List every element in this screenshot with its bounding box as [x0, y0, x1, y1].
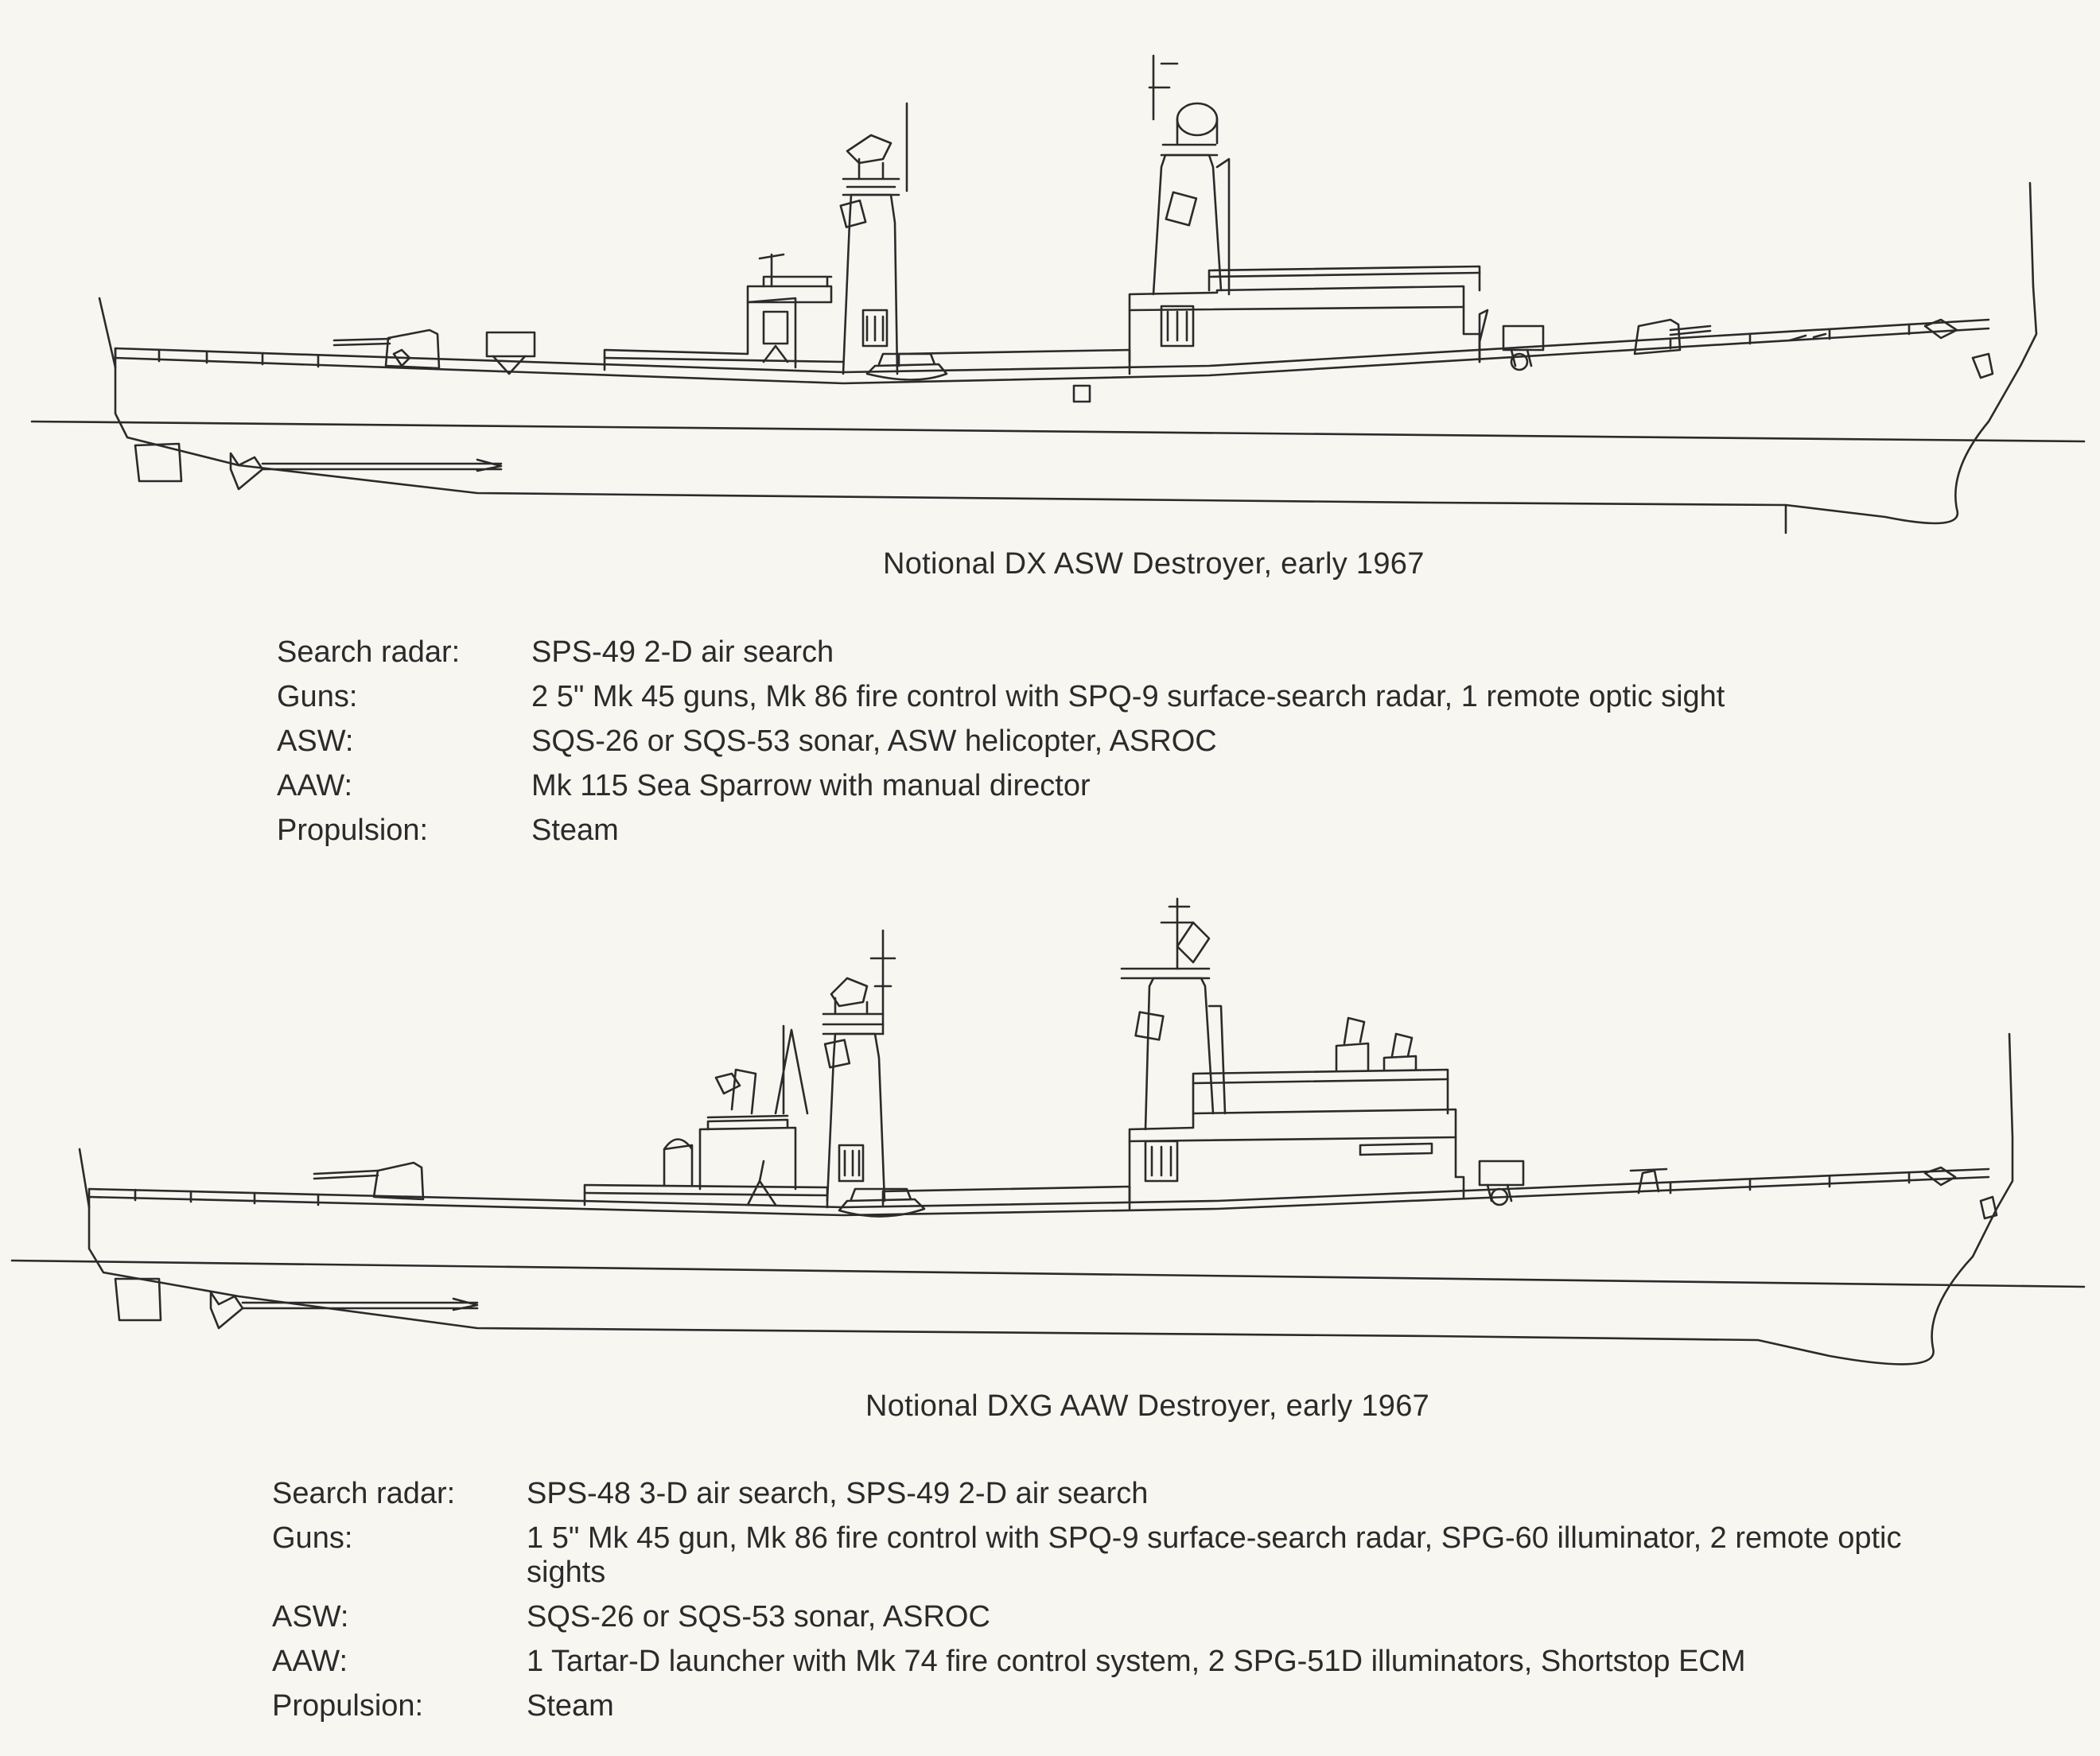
- forward-superstructure: [1130, 266, 1480, 374]
- ship-drawing-dx: [0, 24, 2100, 565]
- spec-value: 1 5" Mk 45 gun, Mk 86 fire control with …: [527, 1521, 1902, 1589]
- asroc-launcher: [1631, 1169, 1666, 1193]
- spg-51-illuminator: [1336, 1018, 1368, 1070]
- rudder: [135, 444, 181, 481]
- forward-gun-mount: [1635, 320, 1710, 354]
- caption-dxg: Notional DXG AAW Destroyer, early 1967: [865, 1389, 1430, 1423]
- spec-label: AAW:: [272, 1645, 348, 1678]
- fire-control-director: [1480, 1161, 1523, 1205]
- forward-mast: [1122, 899, 1225, 1129]
- deck-stanchions: [135, 1173, 1909, 1205]
- specs-table-dxg: Search radar: SPS-48 3-D air search, SPS…: [272, 1471, 2006, 1728]
- aft-mast: [823, 930, 895, 1201]
- waterline: [12, 1261, 2084, 1287]
- forward-superstructure: [1130, 1070, 1464, 1209]
- propeller-shaft: [262, 460, 501, 471]
- spec-label: ASW:: [272, 1600, 349, 1634]
- waterline: [32, 422, 2084, 441]
- sea-sparrow-launcher: [487, 332, 535, 374]
- aft-flagstaff: [80, 1149, 89, 1207]
- spec-value: SQS-26 or SQS-53 sonar, ASROC: [527, 1600, 990, 1634]
- spg-51-illuminator: [1384, 1034, 1416, 1070]
- hull-outline: [115, 183, 2036, 523]
- spec-value: SPS-49 2-D air search: [531, 635, 834, 669]
- spec-label: Propulsion:: [277, 814, 429, 847]
- spec-value: SQS-26 or SQS-53 sonar, ASW helicopter, …: [531, 725, 1217, 758]
- rudder: [115, 1279, 161, 1320]
- tartar-launcher: [748, 1161, 776, 1205]
- spec-label: Propulsion:: [272, 1689, 424, 1723]
- aft-gun-mount: [334, 330, 439, 368]
- propeller: [231, 453, 262, 489]
- spec-label: AAW:: [277, 769, 353, 802]
- spec-value: 1 Tartar-D launcher with Mk 74 fire cont…: [527, 1645, 1746, 1678]
- hull-outline: [89, 1034, 2012, 1364]
- motor-boat: [867, 354, 947, 380]
- spec-value: Mk 115 Sea Sparrow with manual director: [531, 769, 1091, 802]
- caption-dx: Notional DX ASW Destroyer, early 1967: [883, 547, 1425, 581]
- forward-deckhouse: [1480, 310, 1488, 362]
- hull-sheer-line: [89, 1177, 1989, 1215]
- ship-drawing-dxg: [0, 875, 2100, 1416]
- spec-label: Guns:: [272, 1521, 353, 1555]
- aft-gun-mount: [314, 1163, 423, 1199]
- aft-superstructure: [605, 254, 843, 370]
- spec-label: Guns:: [277, 680, 358, 713]
- motor-boat: [839, 1189, 924, 1217]
- aft-deckhouse: [585, 1026, 827, 1207]
- bow-fittings: [1925, 1167, 1997, 1218]
- spec-label: ASW:: [277, 725, 354, 758]
- spec-value: Steam: [531, 814, 619, 847]
- spec-value: SPS-48 3-D air search, SPS-49 2-D air se…: [527, 1477, 1149, 1510]
- bow-fittings: [1790, 320, 1993, 378]
- propeller-shaft: [243, 1299, 477, 1310]
- midships-deckhouse: [899, 350, 1130, 402]
- spec-value: 2 5" Mk 45 guns, Mk 86 fire control with…: [531, 680, 1725, 713]
- propeller: [211, 1292, 243, 1328]
- spec-label: Search radar:: [272, 1477, 456, 1510]
- spec-value: Steam: [527, 1689, 614, 1723]
- spec-label: Search radar:: [277, 635, 461, 669]
- specs-table-dx: Search radar: SPS-49 2-D air search Guns…: [277, 630, 2011, 853]
- fire-control-director: [1503, 326, 1543, 370]
- hull-sheer-line: [115, 328, 1989, 383]
- forward-mast: [1149, 56, 1229, 294]
- aft-flagstaff: [99, 298, 115, 367]
- deck-stanchions: [159, 324, 1909, 367]
- aft-mast: [841, 103, 907, 374]
